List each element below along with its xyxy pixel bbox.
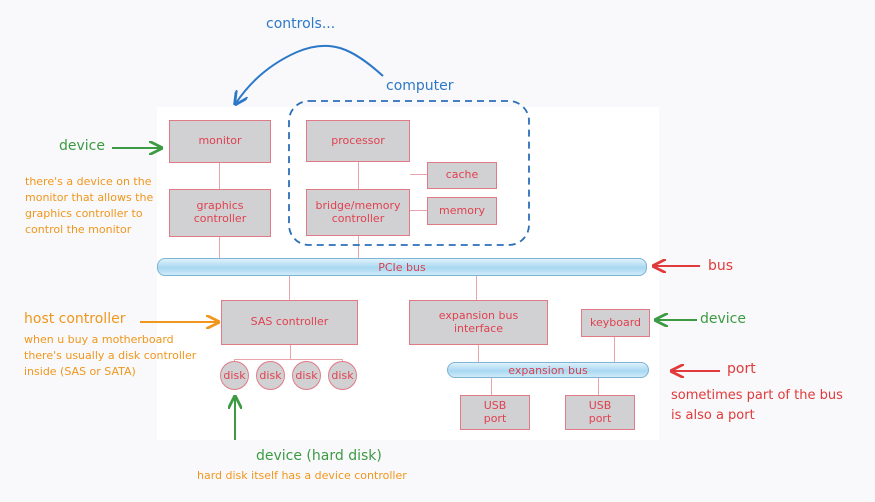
disk-3-label: disk [295, 369, 318, 382]
expansion-bus-interface-box: expansion bus interface [409, 300, 548, 345]
connector-processor-bridge [358, 162, 359, 189]
processor-box: processor [306, 120, 410, 162]
connector-graphics-pcie [219, 237, 220, 265]
disk-4: disk [328, 361, 357, 390]
connector-disk1 [234, 359, 235, 361]
connector-bridge-memory [410, 210, 427, 211]
monitor-label: monitor [198, 134, 242, 148]
usb-port-1-label: USB port [483, 398, 507, 425]
disk-3: disk [292, 361, 321, 390]
host-controller-note: host controller [24, 311, 126, 327]
keyboard-box: keyboard [581, 309, 650, 337]
device-monitor-note: device [59, 138, 105, 154]
pcie-bus: PCIe bus [157, 258, 647, 276]
connector-sas-disks [290, 345, 291, 359]
pcie-bus-label: PCIe bus [378, 260, 426, 274]
disk-4-label: disk [331, 369, 354, 382]
expansion-bus-interface-label: expansion bus interface [438, 308, 519, 335]
disk-2-label: disk [259, 369, 282, 382]
connector-keyboard-bus [614, 337, 615, 368]
disk-2: disk [256, 361, 285, 390]
device-keyboard-note: device [700, 311, 746, 327]
usb-port-2-box: USB port [565, 395, 635, 430]
connector-bus-usb2 [598, 378, 599, 395]
cache-label: cache [445, 168, 479, 182]
bus-note: bus [708, 258, 734, 274]
port-note: port [727, 361, 756, 377]
connector-disk4 [342, 359, 343, 361]
connector-bus-usb1 [491, 378, 492, 395]
memory-box: memory [427, 197, 497, 225]
connector-bridge-pcie [358, 236, 359, 258]
connector-expansion-interface-bus [478, 345, 479, 368]
processor-label: processor [331, 133, 385, 147]
sas-controller-label: SAS controller [250, 315, 329, 329]
memory-label: memory [439, 203, 485, 217]
connector-processor-cache [410, 174, 427, 175]
connector-disks-row [234, 359, 343, 360]
expansion-bus-label: expansion bus [508, 363, 588, 377]
computer-boundary [288, 100, 530, 246]
connector-pcie-expansion [476, 276, 477, 300]
connector-pcie-sas [289, 276, 290, 300]
cache-box: cache [427, 162, 497, 189]
sas-controller-box: SAS controller [221, 300, 358, 345]
bridge-memory-controller-box: bridge/memory controller [306, 189, 410, 236]
hard-disk-explanation: hard disk itself has a device controller [197, 469, 407, 482]
host-controller-explanation: when u buy a motherboard there's usually… [24, 333, 197, 378]
device-hard-disk-note: device (hard disk) [256, 448, 382, 464]
expansion-bus: expansion bus [447, 362, 649, 378]
controls-note: controls... [266, 16, 336, 32]
monitor-box: monitor [169, 120, 271, 163]
graphics-controller-box: graphics controller [169, 189, 271, 237]
graphics-controller-label: graphics controller [193, 199, 247, 225]
disk-1: disk [220, 361, 249, 390]
keyboard-label: keyboard [589, 315, 642, 329]
bridge-memory-controller-label: bridge/memory controller [315, 198, 401, 225]
usb-port-1-box: USB port [460, 395, 530, 430]
usb-port-2-label: USB port [588, 398, 612, 425]
connector-monitor-graphics [219, 162, 220, 189]
disk-1-label: disk [223, 369, 246, 382]
computer-note: computer [386, 78, 454, 94]
port-explanation: sometimes part of the bus is also a port [671, 388, 843, 423]
device-monitor-explanation: there's a device on the monitor that all… [25, 175, 154, 236]
controls-arrow [236, 44, 384, 103]
